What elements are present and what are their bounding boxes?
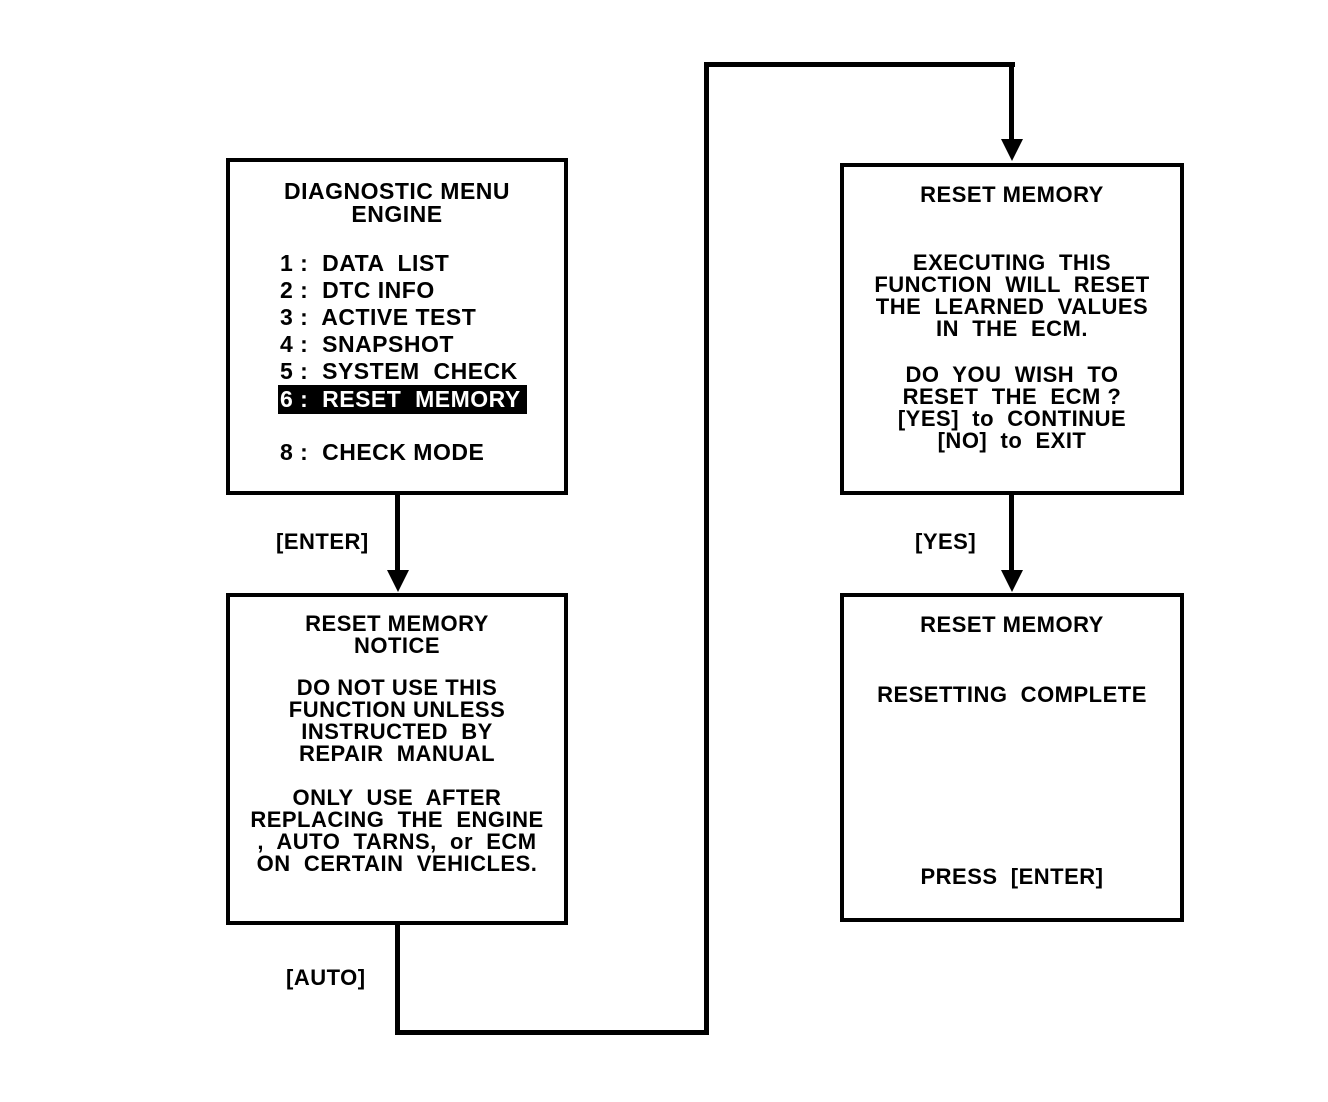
screen-reset-memory-complete[interactable]: RESET MEMORY RESETTING COMPLETE PRESS [E…	[840, 593, 1184, 922]
connector-auto-segment-up	[704, 62, 709, 1035]
connector-auto-segment-top	[704, 62, 1015, 67]
diagnostic-menu-list: 1 : DATA LIST 2 : DTC INFO 3 : ACTIVE TE…	[230, 250, 564, 466]
screen-reset-memory-confirm[interactable]: RESET MEMORY EXECUTING THIS FUNCTION WIL…	[840, 163, 1184, 495]
connector-auto-segment-into-confirm	[1009, 62, 1014, 141]
reset-notice-usage-line-3: , AUTO TARNS, or ECM	[257, 829, 537, 854]
menu-item-active-test[interactable]: 3 : ACTIVE TEST	[280, 303, 477, 330]
reset-notice-usage-block: ONLY USE AFTER REPLACING THE ENGINE , AU…	[230, 787, 564, 875]
connector-enter-line	[395, 495, 400, 572]
screen-diagnostic-menu[interactable]: DIAGNOSTIC MENU ENGINE 1 : DATA LIST 2 :…	[226, 158, 568, 495]
reset-confirm-header: RESET MEMORY	[844, 184, 1180, 206]
connector-auto-segment-down	[395, 925, 400, 1035]
screen-reset-memory-notice[interactable]: RESET MEMORY NOTICE DO NOT USE THIS FUNC…	[226, 593, 568, 925]
connector-yes-line	[1009, 495, 1014, 572]
diagnostic-menu-header: DIAGNOSTIC MENU ENGINE	[230, 180, 564, 226]
arrow-down-icon-yes	[1001, 570, 1023, 592]
reset-complete-press-enter-prompt[interactable]: PRESS [ENTER]	[920, 864, 1104, 889]
reset-confirm-description-line-2: FUNCTION WILL RESET	[874, 272, 1150, 297]
reset-confirm-prompt-line-2: RESET THE ECM ?	[902, 384, 1122, 409]
arrow-down-icon-auto	[1001, 139, 1023, 161]
diagnostic-menu-title-line-2: ENGINE	[351, 201, 443, 227]
reset-notice-warning-line-3: INSTRUCTED BY	[301, 719, 493, 744]
edge-label-enter: [ENTER]	[276, 529, 369, 554]
reset-confirm-description-line-3: THE LEARNED VALUES	[875, 294, 1149, 319]
reset-confirm-description-block: EXECUTING THIS FUNCTION WILL RESET THE L…	[844, 252, 1180, 340]
menu-item-check-mode[interactable]: 8 : CHECK MODE	[280, 439, 485, 466]
reset-confirm-description-line-4: IN THE ECM.	[936, 316, 1088, 341]
reset-complete-footer: PRESS [ENTER]	[844, 866, 1180, 888]
reset-notice-usage-line-2: REPLACING THE ENGINE	[250, 807, 544, 832]
menu-spacer	[280, 414, 564, 439]
reset-notice-title-line-2: NOTICE	[353, 633, 441, 658]
reset-notice-usage-line-4: ON CERTAIN VEHICLES.	[256, 851, 538, 876]
reset-complete-status-block: RESETTING COMPLETE	[844, 684, 1180, 706]
menu-item-system-check[interactable]: 5 : SYSTEM CHECK	[280, 357, 518, 384]
reset-confirm-yes-option[interactable]: [YES] to CONTINUE	[897, 406, 1127, 431]
menu-item-reset-memory-selected[interactable]: 6 : RESET MEMORY	[278, 384, 527, 415]
arrow-down-icon-enter	[387, 570, 409, 592]
reset-notice-warning-block: DO NOT USE THIS FUNCTION UNLESS INSTRUCT…	[230, 677, 564, 765]
edge-label-yes: [YES]	[915, 529, 977, 554]
edge-label-auto: [AUTO]	[286, 965, 366, 990]
reset-confirm-description-line-1: EXECUTING THIS	[912, 250, 1112, 275]
diagnostic-menu-title-line-1: DIAGNOSTIC MENU	[284, 178, 510, 204]
reset-notice-usage-line-1: ONLY USE AFTER	[292, 785, 502, 810]
reset-confirm-no-option[interactable]: [NO] to EXIT	[937, 428, 1087, 453]
menu-item-snapshot[interactable]: 4 : SNAPSHOT	[280, 330, 454, 357]
reset-confirm-prompt-block: DO YOU WISH TO RESET THE ECM ? [YES] to …	[844, 364, 1180, 452]
reset-complete-title-line-1: RESET MEMORY	[920, 612, 1104, 637]
reset-complete-header: RESET MEMORY	[844, 614, 1180, 636]
menu-item-dtc-info[interactable]: 2 : DTC INFO	[280, 276, 435, 303]
reset-notice-title-line-1: RESET MEMORY	[305, 611, 489, 636]
reset-notice-warning-line-1: DO NOT USE THIS	[296, 675, 498, 700]
reset-complete-status-text: RESETTING COMPLETE	[877, 682, 1147, 707]
reset-notice-warning-line-4: REPAIR MANUAL	[298, 741, 496, 766]
reset-notice-header: RESET MEMORY NOTICE	[230, 613, 564, 657]
connector-auto-segment-bottom	[395, 1030, 709, 1035]
reset-notice-warning-line-2: FUNCTION UNLESS	[288, 697, 506, 722]
menu-item-data-list[interactable]: 1 : DATA LIST	[280, 250, 450, 276]
reset-confirm-title-line-1: RESET MEMORY	[920, 182, 1104, 207]
reset-confirm-prompt-line-1: DO YOU WISH TO	[905, 362, 1119, 387]
